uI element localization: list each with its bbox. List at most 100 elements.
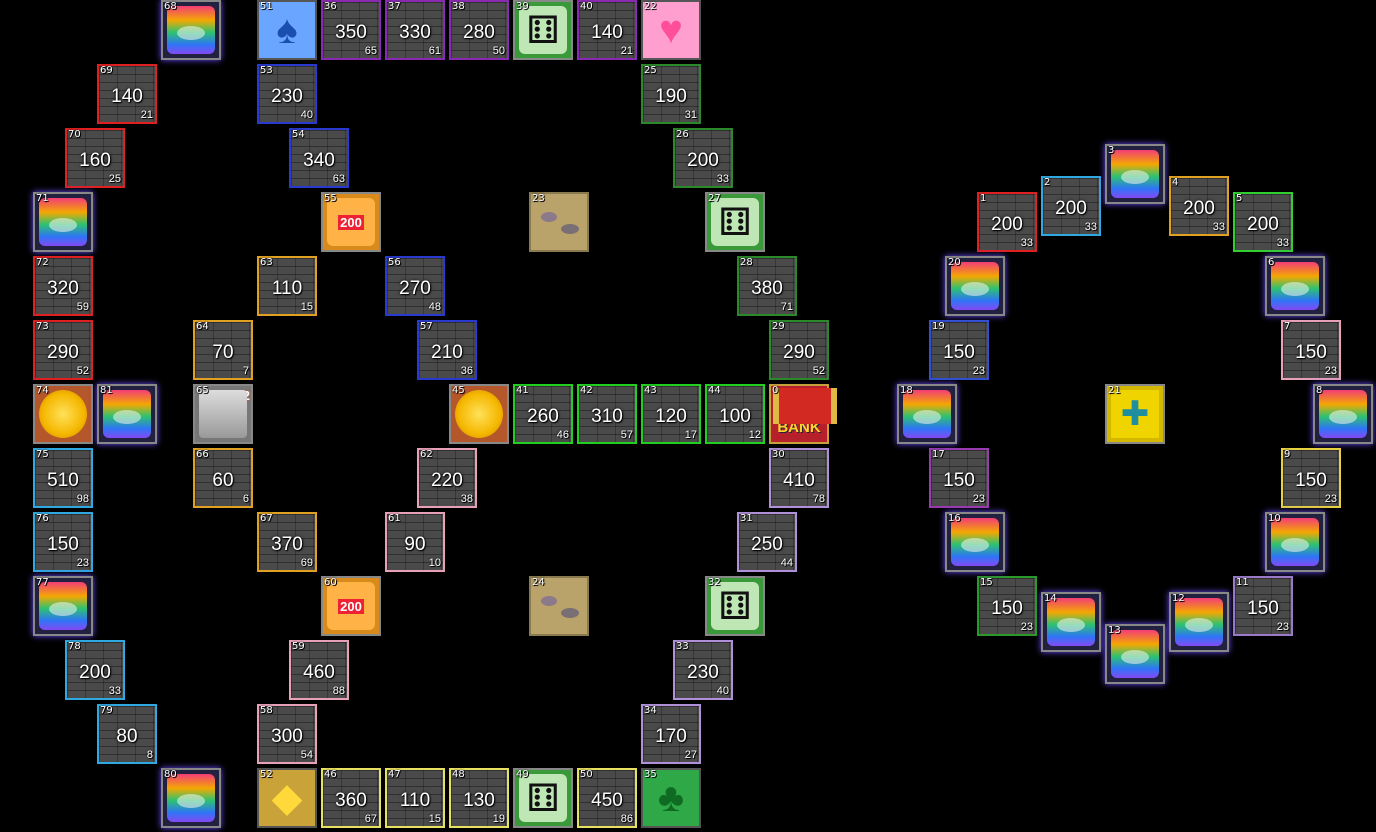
ground-tile-24[interactable]: 24 [529, 576, 589, 636]
warp-tile-80[interactable]: 80 [161, 768, 221, 828]
warp-tile-3[interactable]: 3 [1105, 144, 1165, 204]
warp-tile-6[interactable]: 6 [1265, 256, 1325, 316]
tile-price: 140 [591, 22, 623, 43]
coin-tile-45[interactable]: 45 [449, 384, 509, 444]
warp-icon [39, 582, 87, 630]
warp-tile-68[interactable]: 68 [161, 0, 221, 60]
tile-toll: 33 [1020, 237, 1033, 249]
dice-tile-27[interactable]: ⚅27 [705, 192, 765, 252]
tile-toll: 12 [748, 429, 761, 441]
warp-tile-18[interactable]: 18 [897, 384, 957, 444]
dice-tile-32[interactable]: ⚅32 [705, 576, 765, 636]
coin-tile-74[interactable]: 74 [33, 384, 93, 444]
dice-tile-39[interactable]: ⚅39 [513, 0, 573, 60]
tile-number: 40 [580, 1, 593, 12]
warp-icon [951, 262, 999, 310]
tile-price: 310 [591, 406, 623, 427]
warp-tile-14[interactable]: 14 [1041, 592, 1101, 652]
tile-toll: 23 [972, 365, 985, 377]
heart-suit-tile[interactable]: ♥22 [641, 0, 701, 60]
tile-number: 77 [36, 577, 49, 588]
warp-tile-77[interactable]: 77 [33, 576, 93, 636]
warp-tile-8[interactable]: 8 [1313, 384, 1373, 444]
tile-toll: 46 [556, 429, 569, 441]
warp-tile-20[interactable]: 20 [945, 256, 1005, 316]
warp-tile-71[interactable]: 71 [33, 192, 93, 252]
warp-tile-16[interactable]: 16 [945, 512, 1005, 572]
tile-toll: 40 [300, 109, 313, 121]
dice-tile-49[interactable]: ⚅49 [513, 768, 573, 828]
diamond-suit-tile[interactable]: ◆52 [257, 768, 317, 828]
warp-icon [1111, 150, 1159, 198]
hub-tile-21[interactable]: ✚21 [1105, 384, 1165, 444]
tile-price: 150 [1247, 598, 1279, 619]
warp-tile-13[interactable]: 13 [1105, 624, 1165, 684]
ground-tile-23[interactable]: 23 [529, 192, 589, 252]
warp-tile-12[interactable]: 12 [1169, 592, 1229, 652]
city-tile-65[interactable]: ×265 [193, 384, 253, 444]
tile-number: 20 [948, 257, 961, 268]
spade-suit-tile[interactable]: ♠51 [257, 0, 317, 60]
tile-number: 52 [260, 769, 273, 780]
club-suit-tile[interactable]: ♣35 [641, 768, 701, 828]
warp-tile-81[interactable]: 81 [97, 384, 157, 444]
tile-toll: 50 [492, 45, 505, 57]
tile-price: 340 [303, 150, 335, 171]
warp-tile-10[interactable]: 10 [1265, 512, 1325, 572]
tile-price: 280 [463, 22, 495, 43]
